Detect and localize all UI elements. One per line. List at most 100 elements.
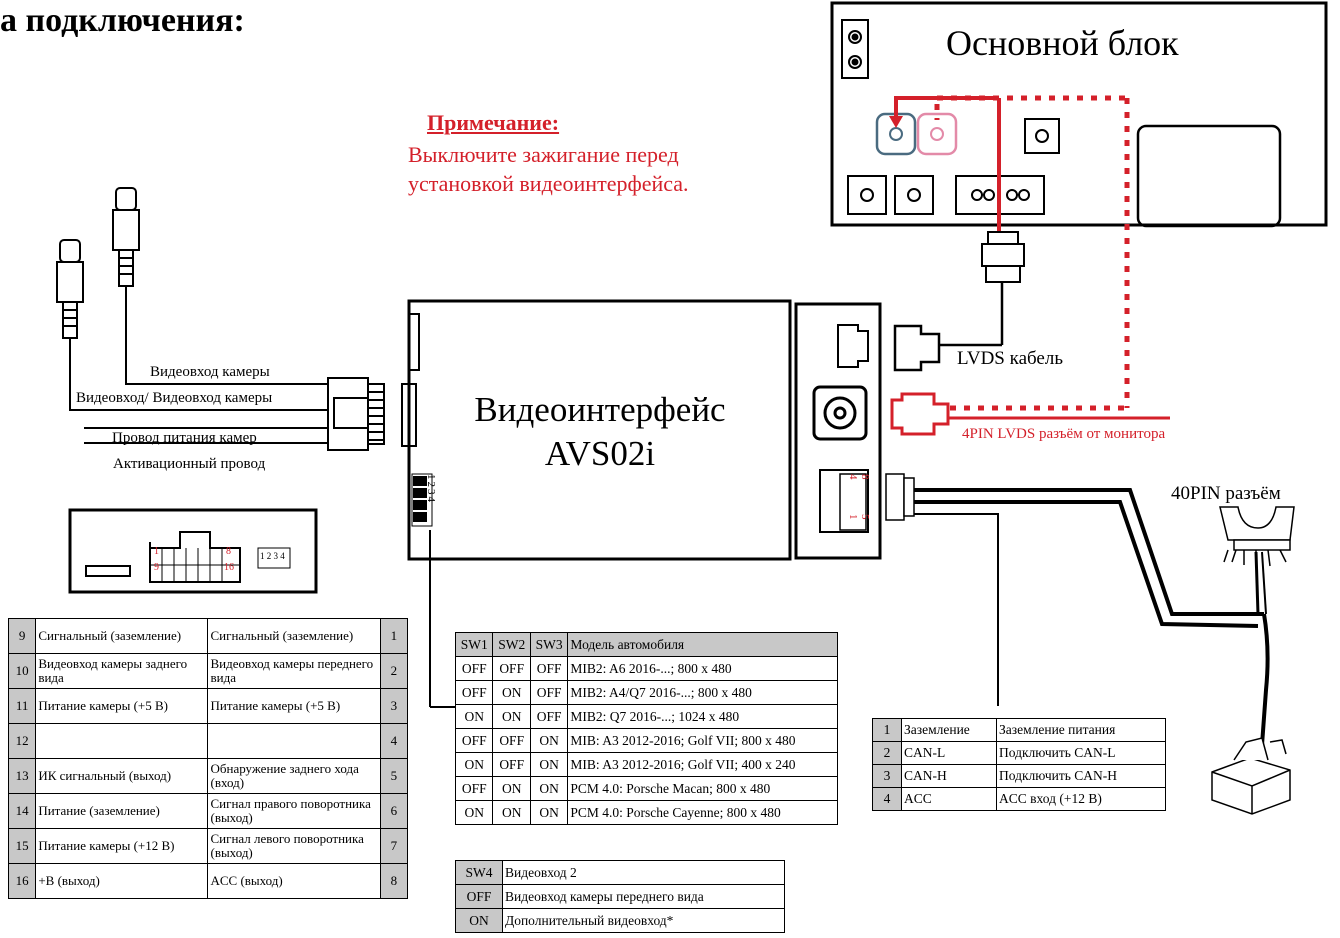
lvds-cable-label: LVDS кабель [957,348,1063,369]
pin-desc-left: Питание (заземление) [35,793,209,829]
pin-desc-right: ACC (выход) [207,863,381,899]
pin-number-left: 14 [7,793,37,829]
pin-desc-right: Сигнальный (заземление) [207,618,381,654]
interface-label: Видеоинтерфейс AVS02i [410,388,790,476]
table-cell: OFF [529,680,569,705]
pin-number-right: 1 [379,618,409,654]
can-pin-4: 4 [847,474,859,480]
table-cell: Дополнительный видеовход* [502,908,785,933]
table-cell: ON [455,908,503,933]
table-cell: Видеовход камеры переднего вида [502,884,785,909]
pin-number-left: 15 [7,828,37,864]
table-cell: 1 [872,718,902,742]
pin-number-right: 8 [379,863,409,899]
table-cell: ON [529,752,569,777]
dip-numbers: 1234 [425,474,437,504]
small-dip-label: 1 2 3 4 [260,551,285,561]
table-cell: CAN-L [901,741,997,765]
lvds-4pin-label: 4PIN LVDS разъём от монитора [962,426,1166,442]
wire-label-video-in: Видеовход/ Видеовход камеры [76,390,273,406]
pin-number-right: 5 [379,758,409,794]
table-cell: Подключить CAN-L [996,741,1166,765]
wire-label-activation: Активационный провод [113,456,266,472]
table-cell: 4 [872,787,902,811]
table-cell: PCM 4.0: Porsche Cayenne; 800 x 480 [567,800,838,825]
pin-desc-left: ИК сигнальный (выход) [35,758,209,794]
table-cell: PCM 4.0: Porsche Macan; 800 x 480 [567,776,838,801]
pin-number-right: 2 [379,653,409,689]
connector-panel [794,302,882,560]
main-unit-box [830,1,1328,228]
table-cell: ON [492,680,531,705]
table-cell: MIB2: Q7 2016-...; 1024 x 480 [567,704,838,729]
table-cell: MIB: A3 2012-2016; Golf VII; 800 x 480 [567,728,838,753]
pin-desc-right: Обнаружение заднего хода (вход) [207,758,381,794]
can-pin-8: 8 [859,474,871,480]
pin40-label: 40PIN разъём [1171,483,1281,504]
table-cell: ON [492,776,531,801]
pin-desc-right [207,723,381,759]
pin-number-left: 9 [7,618,37,654]
table-cell: Заземление питания [996,718,1166,742]
table-cell: ACC [901,787,997,811]
table-cell: OFF [454,680,494,705]
table-cell: ON [492,800,531,825]
table-cell: CAN-H [901,764,997,788]
pin-label-9: 9 [154,562,159,573]
table-cell: ON [529,728,569,753]
camera-plugs [56,187,140,339]
table-cell: OFF [529,656,569,681]
table-cell: MIB2: A4/Q7 2016-...; 800 x 480 [567,680,838,705]
table-cell: OFF [454,728,494,753]
table-cell: OFF [454,656,494,681]
note-heading: Примечание: [427,110,560,135]
table-cell: Подключить CAN-H [996,764,1166,788]
page-title: а подключения: [0,2,245,39]
interface-model: AVS02i [544,434,656,473]
lvds-ports [875,112,958,156]
table-cell: OFF [455,884,503,909]
pin-label-8: 8 [226,546,231,557]
red-dotted-line [934,95,1130,411]
pin-desc-right: Видеовход камеры переднего вида [207,653,381,689]
pin-desc-right: Питание камеры (+5 В) [207,688,381,724]
table-cell: OFF [492,728,531,753]
table-header: SW1 [454,632,494,657]
table-cell: ON [454,800,494,825]
table-header: Видеовход 2 [502,860,785,885]
interface-box [401,299,792,708]
harness-connector [327,377,385,451]
pin-desc-left [35,723,209,759]
table-cell: ON [454,752,494,777]
table-cell: 2 [872,741,902,765]
table-cell: ON [529,800,569,825]
table-cell: OFF [492,656,531,681]
pin-desc-left: Питание камеры (+12 В) [35,828,209,864]
table-cell: Заземление [901,718,997,742]
table-header: SW2 [492,632,531,657]
table-cell: MIB: A3 2012-2016; Golf VII; 400 x 240 [567,752,838,777]
camera-wires [69,286,330,444]
lvds-plug [940,231,1025,347]
red-4pin-connector [890,392,950,436]
can-pin-5: 5 [859,514,871,520]
